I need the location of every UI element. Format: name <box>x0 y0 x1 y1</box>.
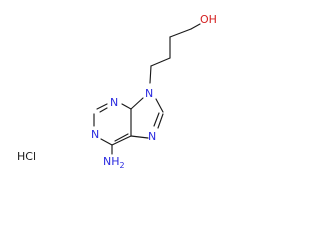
bond-c4-n9 <box>130 97 144 110</box>
bond-c8-n7 <box>157 113 164 129</box>
bond-c4-n3 <box>121 103 132 110</box>
bond-n3-c2 <box>96 103 108 110</box>
bond-c1-c2 <box>150 57 171 67</box>
n1-label: N <box>91 128 99 141</box>
bond-c3-c4 <box>169 28 192 38</box>
butanol-chain <box>149 23 201 84</box>
bond-n1-c6 <box>100 138 113 146</box>
bond-n9-c1 <box>149 65 152 84</box>
hydroxyl-label: OH <box>200 13 217 26</box>
bond-n3-c2-double <box>99 107 108 113</box>
imidazole-ring <box>130 97 164 139</box>
chemical-structure-diagram: N N N N OH NH2 HCl <box>17 13 217 170</box>
hydrochloride-label: HCl <box>17 150 36 163</box>
amine-label: NH2 <box>103 155 125 170</box>
bond-c8-n7-double <box>153 112 160 127</box>
n3-label: N <box>110 96 118 109</box>
bond-c4-o <box>190 23 201 30</box>
bond-c6-c5 <box>111 135 132 146</box>
bond-n7-c5 <box>130 135 149 139</box>
n9-label: N <box>145 87 153 100</box>
bond-n9-c8 <box>155 98 164 113</box>
bond-c6-c5-double <box>114 133 129 142</box>
n7-label: N <box>148 130 156 143</box>
pyrimidine-ring <box>93 103 132 146</box>
